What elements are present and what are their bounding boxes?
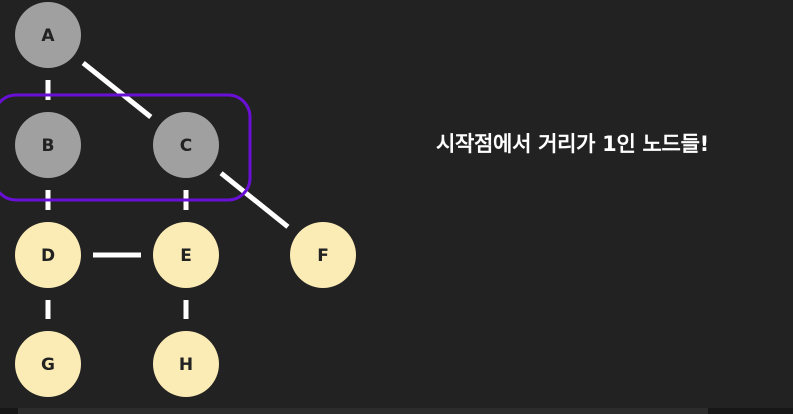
node-circle-e (153, 222, 219, 288)
node-circle-a (15, 2, 81, 68)
node-g: G (15, 331, 81, 397)
node-a: A (15, 2, 81, 68)
node-label-h: H (179, 355, 193, 375)
caption-text: 시작점에서 거리가 1인 노드들! (436, 132, 709, 156)
node-circle-c (153, 112, 219, 178)
node-label-d: D (41, 246, 55, 266)
node-circle-d (15, 222, 81, 288)
node-circle-b (15, 112, 81, 178)
node-circle-h (153, 331, 219, 397)
node-label-b: B (42, 136, 55, 156)
node-c: C (153, 112, 219, 178)
edge-a-c (81, 61, 153, 119)
edges-layer (45, 61, 290, 319)
node-b: B (15, 112, 81, 178)
node-label-c: C (180, 136, 192, 156)
node-h: H (153, 331, 219, 397)
node-circle-g (15, 331, 81, 397)
node-label-g: G (41, 355, 55, 375)
node-label-f: F (317, 246, 329, 266)
node-label-e: E (180, 246, 192, 266)
node-circle-f (290, 222, 356, 288)
distance-1-highlight-box (0, 93, 252, 202)
node-f: F (290, 222, 356, 288)
edge-c-f (219, 171, 290, 229)
nodes-layer: A B C D E F G H (15, 2, 356, 397)
node-e: E (153, 222, 219, 288)
node-d: D (15, 222, 81, 288)
bottom-bar-track (18, 408, 708, 414)
node-label-a: A (41, 26, 55, 46)
